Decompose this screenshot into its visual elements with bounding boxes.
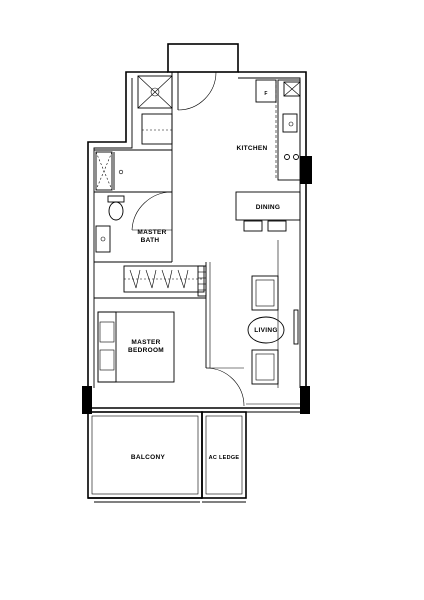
master-bath-walls [94,149,173,263]
exterior-walls [82,43,312,414]
ac-ledge [201,411,247,503]
living-label: LIVING [254,327,277,334]
balcony [87,411,203,503]
master-bedroom-label-1: MASTER [131,339,160,346]
entrance-door [177,71,217,111]
dining-table [235,191,301,232]
bedroom-walls [94,262,245,407]
kitchen-label: KITCHEN [237,145,268,152]
bed [97,311,175,383]
dining-label: DINING [256,204,281,211]
master-bath-label-1: MASTER [137,229,166,236]
living-furniture [247,240,299,388]
master-bath-label-2: BATH [141,237,160,244]
balcony-label: BALCONY [131,454,166,461]
fridge-label: F [264,91,267,97]
wardrobe [123,265,207,297]
master-bedroom-label-2: BEDROOM [128,347,164,354]
utility-area [137,72,173,150]
living-sliding-door [246,403,300,409]
ac-ledge-label: AC LEDGE [209,455,240,461]
kitchen-counter [255,79,301,181]
